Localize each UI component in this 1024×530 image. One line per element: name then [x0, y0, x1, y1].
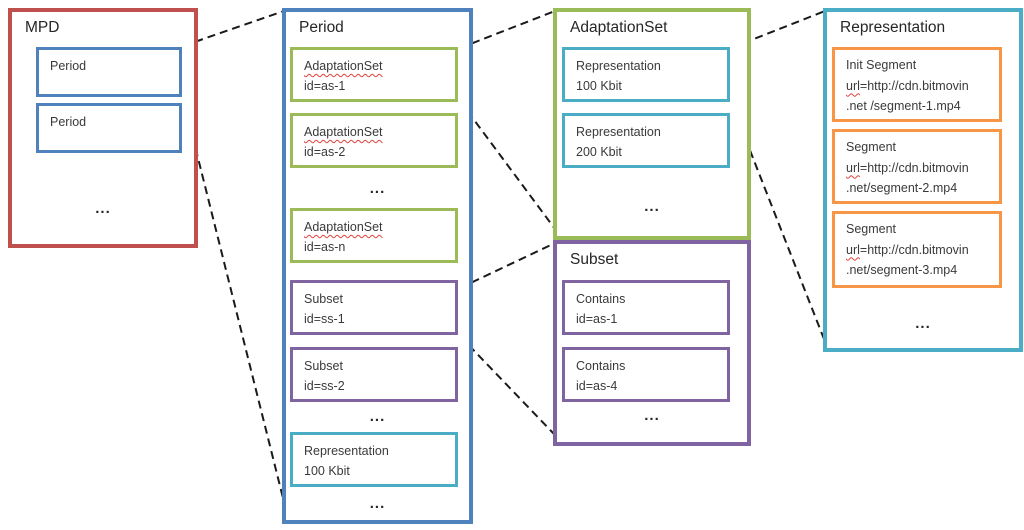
mpd-box: MPD Period Period ...	[8, 8, 198, 248]
subset-item-name: Subset	[304, 292, 343, 306]
representation-item-name: Representation	[304, 444, 389, 458]
segment-url-rest: =http://cdn.bitmovin	[859, 242, 969, 257]
representation-box: Representation Init Segment url=http://c…	[823, 8, 1023, 352]
period-ellipsis-3: ...	[369, 495, 386, 512]
segment-url-rest: =http://cdn.bitmovin	[859, 78, 969, 93]
adaptationset-item-as2: AdaptationSet id=as-2	[290, 113, 458, 168]
connector-ss1-subset-bottom	[459, 335, 555, 435]
adaptationset-item-as1: AdaptationSet id=as-1	[290, 47, 458, 102]
contains-item-as4: Contains id=as-4	[562, 347, 730, 402]
period-box: Period AdaptationSet id=as-1 AdaptationS…	[282, 8, 473, 524]
subset-item-name: Subset	[304, 359, 343, 373]
period-item-label: Period	[50, 115, 87, 129]
representation-item-name: Representation	[576, 125, 661, 139]
segment-item-init: Init Segment url=http://cdn.bitmovin .ne…	[832, 47, 1002, 122]
segment-item-2: Segment url=http://cdn.bitmovin .net/seg…	[832, 129, 1002, 204]
adaptationset-item-id: id=as-n	[304, 240, 346, 254]
period-title: Period	[299, 19, 344, 36]
connector-as1-adaptationset-bottom	[459, 100, 556, 230]
representation-item-bitrate: 100 Kbit	[576, 79, 622, 93]
representation-item-bitrate: 200 Kbit	[576, 145, 622, 159]
segment-item-name: Segment	[846, 222, 897, 236]
adaptationset-title: AdaptationSet	[570, 19, 668, 36]
subset-item-id: id=ss-1	[304, 312, 345, 326]
segment-item-name: Init Segment	[846, 58, 917, 72]
adaptationset-item-asn: AdaptationSet id=as-n	[290, 208, 458, 263]
subset-box: Subset Contains id=as-1 Contains id=as-4…	[553, 240, 751, 446]
segment-url-word: url	[846, 242, 860, 257]
representation-item-bitrate: 100 Kbit	[304, 464, 350, 478]
adaptationset-item-name: AdaptationSet	[304, 220, 383, 234]
connector-mpd-period-top	[182, 10, 285, 47]
contains-item-as1: Contains id=as-1	[562, 280, 730, 335]
segment-item-url-line2: .net/segment-2.mp4	[846, 181, 958, 195]
segment-url-rest: =http://cdn.bitmovin	[859, 160, 969, 175]
contains-item-name: Contains	[576, 292, 626, 306]
subset-ellipsis: ...	[644, 407, 660, 424]
contains-item-name: Contains	[576, 359, 626, 373]
period-ellipsis-2: ...	[369, 408, 386, 425]
segment-item-url-line2: .net/segment-3.mp4	[846, 263, 958, 277]
subset-title: Subset	[570, 251, 619, 268]
representation-title: Representation	[840, 19, 946, 36]
adaptationset-item-name: AdaptationSet	[304, 59, 383, 73]
connector-mpd-period-bottom	[182, 97, 286, 507]
mpd-ellipsis: ...	[95, 200, 111, 217]
period-ellipsis-1: ...	[369, 180, 386, 197]
representation-item-200: Representation 200 Kbit	[562, 113, 730, 168]
connector-as1-adaptationset-top	[459, 10, 556, 49]
segment-item-name: Segment	[846, 140, 897, 154]
adaptationset-item-name: AdaptationSet	[304, 125, 383, 139]
subset-item-ss1: Subset id=ss-1	[290, 280, 458, 335]
segment-url-word: url	[846, 160, 860, 175]
representation-item-100: Representation 100 Kbit	[562, 47, 730, 102]
connector-ss1-subset-top	[459, 242, 556, 289]
adaptationset-ellipsis: ...	[644, 198, 660, 215]
subset-item-id: id=ss-2	[304, 379, 345, 393]
adaptationset-box: AdaptationSet Representation 100 Kbit Re…	[553, 8, 751, 240]
subset-item-ss2: Subset id=ss-2	[290, 347, 458, 402]
representation-item: Representation 100 Kbit	[290, 432, 458, 487]
period-item-2: Period	[36, 103, 182, 153]
adaptationset-item-id: id=as-2	[304, 145, 346, 159]
segment-item-url-line2: .net /segment-1.mp4	[846, 99, 961, 113]
segment-item-url: url=http://cdn.bitmovin	[846, 76, 999, 97]
adaptationset-item-id: id=as-1	[304, 79, 346, 93]
segment-url-word: url	[846, 78, 860, 93]
mpd-title: MPD	[25, 19, 60, 36]
segment-item-url: url=http://cdn.bitmovin	[846, 158, 999, 179]
period-item-1: Period	[36, 47, 182, 97]
representation-item-name: Representation	[576, 59, 661, 73]
contains-item-id: id=as-1	[576, 312, 618, 326]
contains-item-id: id=as-4	[576, 379, 618, 393]
segment-item-url: url=http://cdn.bitmovin	[846, 240, 999, 261]
period-item-label: Period	[50, 59, 87, 73]
representation-ellipsis: ...	[915, 315, 931, 332]
segment-item-3: Segment url=http://cdn.bitmovin .net/seg…	[832, 211, 1002, 288]
